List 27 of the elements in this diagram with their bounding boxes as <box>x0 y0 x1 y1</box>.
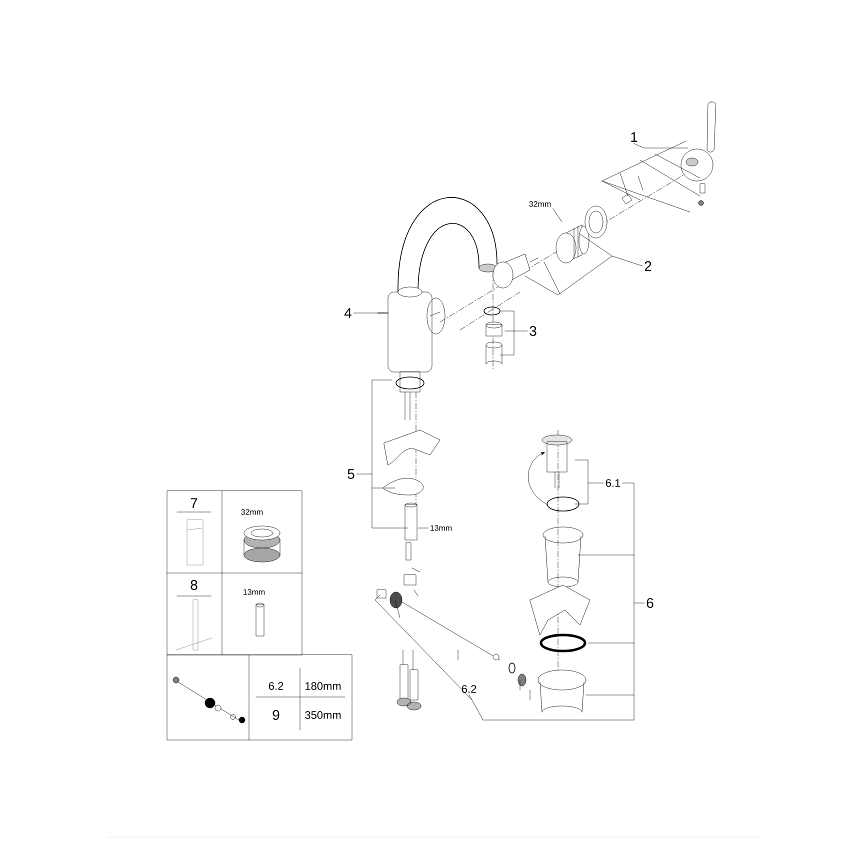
callout-number: 4 <box>342 306 354 320</box>
part-number: 6.2 <box>268 682 284 690</box>
leader-line <box>356 380 408 528</box>
dimension-label: 32mm <box>241 509 263 515</box>
leader-line <box>574 460 604 504</box>
leader-line <box>353 312 386 314</box>
leader-line <box>500 310 528 356</box>
leader-line <box>578 482 645 720</box>
dimension-label: 180mm <box>306 682 341 690</box>
callout-number: 6 <box>644 596 656 610</box>
callout-number: 1 <box>628 130 640 144</box>
leader-line <box>602 140 700 212</box>
dimension-label: 13mm <box>244 589 265 595</box>
callout-number: 5 <box>346 468 356 480</box>
part-number: 9 <box>272 710 280 720</box>
dimension-label: 13mm <box>428 524 454 532</box>
callout-number: 6.1 <box>604 478 622 488</box>
callout-number: 2 <box>642 260 654 272</box>
part-number: 8 <box>190 580 198 590</box>
dimension-label: 350mm <box>305 711 341 719</box>
dimension-label: 32mm <box>527 200 553 208</box>
leader-line <box>524 234 643 296</box>
leader-line <box>552 208 562 222</box>
callout-number: 3 <box>528 324 538 338</box>
part-number: 7 <box>190 498 198 508</box>
leader-line <box>374 594 634 720</box>
callout-number: 6.2 <box>460 684 478 694</box>
